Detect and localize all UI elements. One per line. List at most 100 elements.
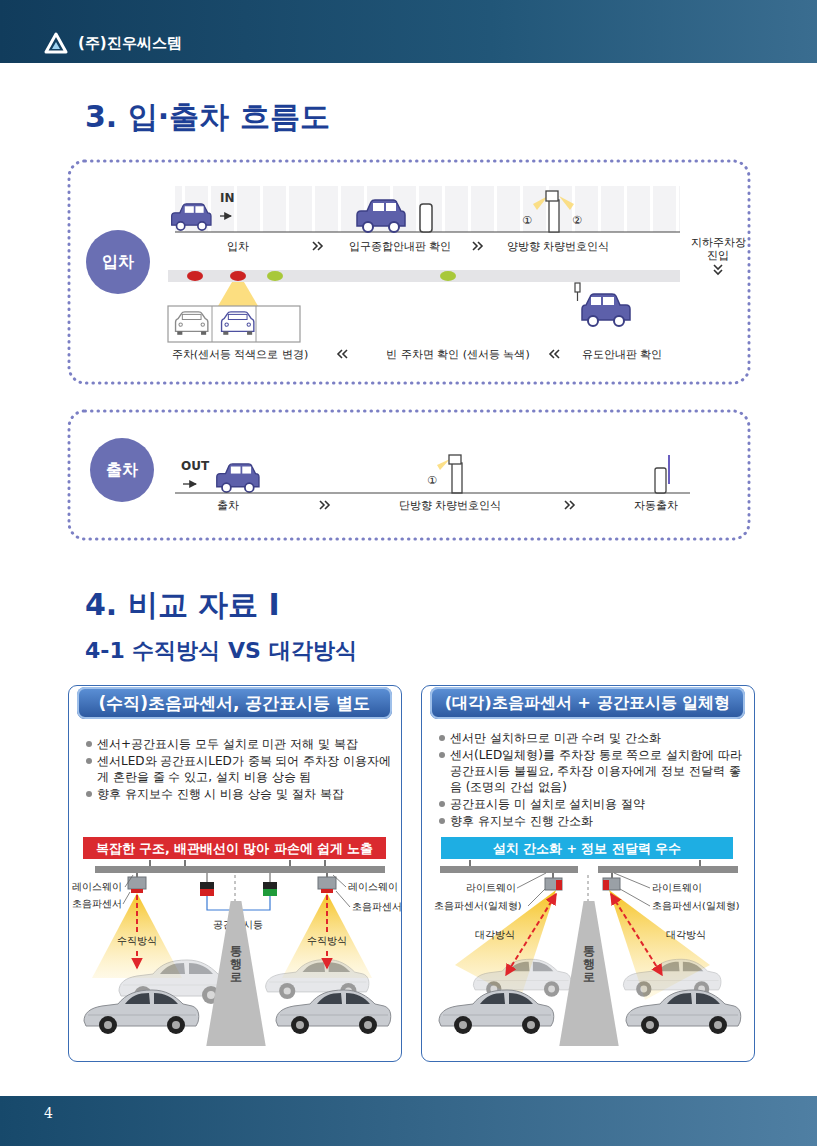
plate-camera: [437, 459, 450, 470]
space-indicator-light: [187, 271, 456, 306]
bullet-list: 센서만 설치하므로 미관 수려 및 간소화센서(LED일체형)를 주차장 통로 …: [438, 730, 748, 830]
ultrasonic-sensor: [326, 873, 328, 877]
space-indicator-light: [440, 271, 456, 281]
ultrasonic-sensor: [611, 873, 613, 878]
stage-name: 출차: [106, 460, 138, 479]
space-indicator-light: [263, 889, 277, 896]
part-label: 초음파센서(일체형): [652, 900, 739, 911]
method-label: 대각방식: [666, 929, 706, 940]
plate-camera: [549, 200, 559, 232]
circle-outline: [86, 230, 150, 294]
page-number: 4: [44, 1105, 53, 1122]
method-label: 수직방식: [117, 935, 157, 946]
bullet-text: 센서(LED일체형)를 주차장 통로 쪽으로 설치함에 따라 공간표시등 불필요…: [450, 748, 742, 794]
space-indicator-light: [270, 873, 271, 882]
center-dashed-line: [235, 875, 236, 902]
comparison-panel: 센서+공간표시등 모두 설치로 미관 저해 및 복잡센서LED와 공간표시LED…: [68, 685, 402, 1062]
step-label: 유도안내판 확인: [582, 348, 663, 361]
center-dashed-line: [588, 875, 589, 902]
aisle-label: 통행로: [230, 945, 242, 985]
exit-gate: [668, 455, 670, 484]
summary-bar: 복잡한 구조, 배관배선이 많아 파손에 쉽게 노출: [83, 837, 386, 859]
car-illustration: [84, 959, 741, 1034]
step-label: 빈 주차면 확인 (센서등 녹색): [386, 348, 530, 361]
parking-spaces: [168, 306, 300, 342]
parking-spaces: [176, 312, 208, 335]
step-label: 주차(센서등 적색으로 변경): [172, 348, 309, 361]
text-holder: (대각)초음파센서 + 공간표시등 일체형: [430, 687, 745, 719]
leader-line: [517, 873, 546, 888]
bullet-item: 센서LED와 공간표시LED가 중복 되어 주차장 이용자에게 혼란을 줄 수 …: [85, 753, 395, 785]
step-label: 지하주차장 진입: [686, 236, 750, 262]
parking-spaces: [212, 306, 213, 342]
plate-camera: [546, 191, 558, 201]
space-indicator-light: [267, 271, 283, 281]
circle-outline: [90, 438, 154, 502]
ultrasonic-sensor: [136, 873, 138, 877]
step-label: 단방향 차량번호인식: [399, 499, 502, 512]
exit-gate: [655, 468, 666, 493]
callout-number: ①: [427, 474, 437, 487]
flow-chevron: [313, 242, 722, 509]
plate-camera: [559, 196, 574, 210]
plate-camera: [452, 463, 462, 493]
text-holder: 통행로: [191, 901, 281, 1046]
car-illustration: [439, 990, 554, 1034]
raceway: [289, 860, 291, 866]
entry-flow-panel: [69, 161, 749, 383]
entry-flow-panel: [175, 186, 680, 232]
stage-name: 입차: [102, 252, 134, 271]
trapezoid-outline: [559, 901, 618, 1046]
subsection-title: 4-1 수직방식 VS 대각방식: [85, 638, 357, 664]
bullet-dot: [439, 818, 445, 824]
method-label: 수직방식: [307, 935, 347, 946]
stage-circle: 출차: [89, 437, 155, 503]
step-label: 양방향 차량번호인식: [507, 240, 610, 253]
callout-number: ①: [522, 214, 532, 227]
bullet-text: 공간표시등 미 설치로 설치비용 절약: [450, 797, 645, 811]
ultrasonic-sensor: [556, 880, 562, 890]
leader-line: [620, 889, 650, 906]
flow-chevron: [565, 501, 574, 509]
ultrasonic-sensor: [545, 878, 562, 890]
step-label: 자동출차: [634, 499, 678, 512]
info-kiosk: [420, 204, 432, 232]
leader-line: [125, 875, 133, 887]
parking-spaces: [222, 312, 254, 335]
exit-flow-panel: [69, 411, 749, 539]
panel-header-tab: (수직)초음파센서, 공간표시등 별도: [77, 687, 392, 719]
space-indicator-light: [263, 882, 277, 889]
info-kiosk: [577, 292, 578, 301]
flow-chevron: [473, 242, 482, 250]
exit-flow-panel: [175, 492, 690, 493]
leader-line: [528, 889, 545, 906]
direction-arrow: [183, 483, 196, 484]
bullet-text: 센서LED와 공간표시LED가 중복 되어 주차장 이용자에게 혼란을 줄 수 …: [97, 754, 391, 784]
bullet-dot: [86, 741, 92, 747]
space-indicator-light: [200, 882, 214, 889]
direction-arrow: [220, 215, 231, 216]
method-label: 대각방식: [475, 929, 515, 940]
detection-arrow: [136, 951, 138, 968]
space-indicator-light: [207, 873, 208, 882]
leader-line: [614, 873, 650, 888]
plate-camera: [449, 455, 461, 464]
text-holder: 통행로: [544, 901, 634, 1046]
car-illustration: [623, 959, 721, 996]
raceway: [149, 860, 151, 866]
raceway: [699, 860, 701, 866]
space-indicator-light: [200, 889, 214, 896]
flow-chevron: [320, 501, 329, 509]
part-label: 초음파센서(일체형): [434, 900, 521, 911]
info-kiosk: [575, 283, 580, 292]
bullet-dot: [439, 752, 445, 758]
car-illustration: [84, 990, 199, 1034]
raceway: [324, 860, 326, 866]
header-bar: [0, 0, 817, 63]
part-label: 초음파센서: [352, 901, 402, 912]
comparison-panel: 센서만 설치하므로 미관 수려 및 간소화센서(LED일체형)를 주차장 통로 …: [421, 685, 755, 1062]
header-bar: [52, 42, 60, 49]
stage-circle: 입차: [85, 229, 151, 295]
